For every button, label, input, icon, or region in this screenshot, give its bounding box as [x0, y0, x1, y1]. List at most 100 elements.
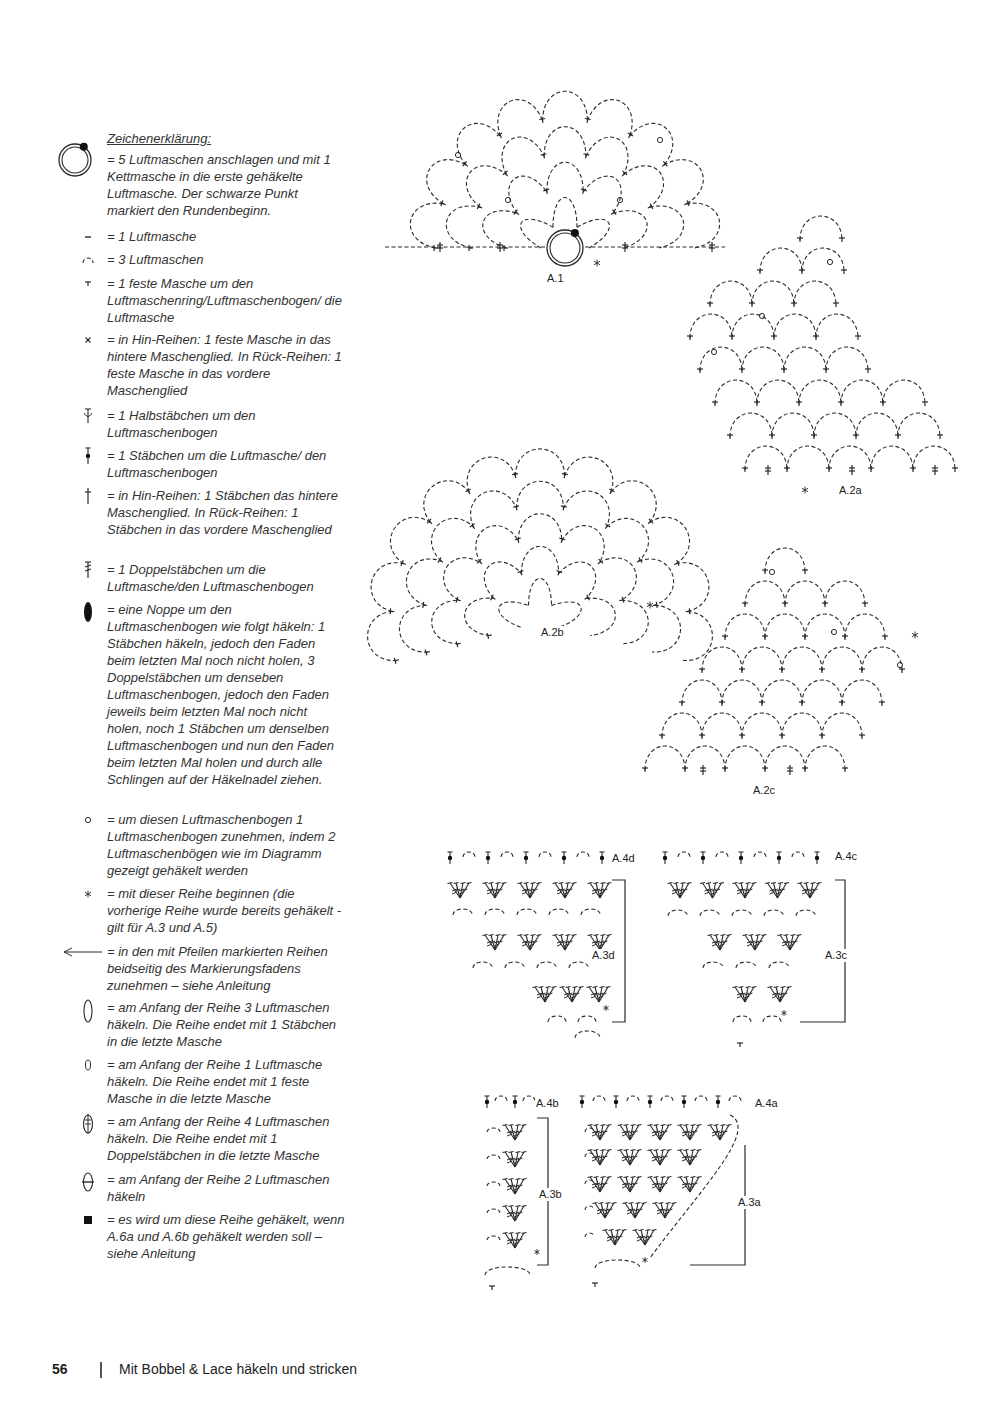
- stitch-stroke: [505, 1179, 515, 1194]
- chain-arch: [725, 614, 765, 638]
- stitch-stroke: [684, 1150, 689, 1151]
- stitch-stroke: [543, 154, 545, 158]
- stitch-stroke: [777, 851, 782, 852]
- stitch-stroke: [585, 154, 587, 158]
- stitch-stroke: [497, 244, 503, 245]
- stitch-stroke: [623, 1203, 628, 1204]
- stitch-stroke: [757, 941, 762, 943]
- stitch-stroke: [524, 883, 529, 884]
- stitch-stroke: [684, 203, 688, 204]
- stitch-stroke: [85, 892, 91, 896]
- stitch-dot: [716, 1100, 720, 1104]
- stitch-stroke: [505, 173, 507, 176]
- stitch-stroke: [670, 883, 680, 898]
- stitch-stroke: [492, 597, 496, 599]
- stitch-stroke: [773, 336, 774, 340]
- stitch-stroke: [701, 735, 702, 739]
- stitch-stroke: [600, 935, 609, 950]
- chain-arch: [682, 680, 722, 704]
- stitch-stroke: [709, 244, 715, 245]
- stitch-stroke: [496, 935, 501, 936]
- chain-arch: [521, 546, 558, 573]
- stitch-dot: [513, 1100, 517, 1104]
- chain-arch: [476, 526, 518, 563]
- stitch-stroke: [622, 247, 628, 248]
- stitch-stroke: [601, 1177, 606, 1178]
- chain-arch: [785, 581, 825, 605]
- stitch-stroke: [84, 413, 92, 417]
- chain-arch: [585, 1206, 594, 1210]
- stitch-stroke: [667, 1125, 672, 1126]
- stitch-stroke: [653, 604, 657, 606]
- chain-arch: [487, 1182, 500, 1186]
- stitch-stroke: [601, 993, 606, 995]
- chain-arch: [800, 216, 842, 240]
- stitch-stroke: [667, 1177, 672, 1178]
- stitch-stroke: [939, 435, 940, 439]
- chain-arch: [543, 91, 588, 121]
- stitch-stroke: [697, 1177, 702, 1178]
- legend-symbol: [85, 817, 90, 822]
- stitch-stroke: [686, 611, 690, 612]
- stitch-stroke: [647, 1236, 652, 1238]
- stitch-stroke: [771, 435, 772, 439]
- stitch-stroke: [85, 491, 91, 492]
- stitch-stroke: [496, 883, 501, 884]
- stitch-stroke: [637, 1150, 642, 1151]
- stitch-stroke: [601, 1150, 606, 1151]
- chain-arch: [399, 605, 427, 652]
- chain-arch: [575, 1031, 600, 1038]
- stitch-stroke: [566, 987, 571, 988]
- stitch-stroke: [457, 643, 461, 644]
- stitch-stroke: [648, 1125, 653, 1126]
- stitch-stroke: [932, 467, 938, 468]
- legend-symbol: [86, 1060, 91, 1070]
- stitch-stroke: [761, 702, 762, 706]
- chain-arch: [578, 1016, 596, 1022]
- stitch-stroke: [572, 987, 581, 1002]
- stitch-stroke: [637, 1209, 642, 1211]
- stitch-dot: [815, 856, 819, 860]
- stitch-stroke: [817, 883, 822, 884]
- stitch-stroke: [533, 987, 538, 988]
- stitch-stroke: [787, 770, 793, 771]
- chart-a2a: [687, 216, 958, 493]
- stitch-stroke: [701, 669, 702, 673]
- stitch-stroke: [824, 603, 825, 607]
- stitch-stroke: [759, 270, 760, 274]
- stitch-stroke: [87, 488, 88, 504]
- chain-arch: [842, 680, 882, 704]
- stitch-stroke: [606, 1203, 611, 1204]
- stitch-stroke: [752, 883, 757, 884]
- stitch-stroke: [590, 1125, 600, 1140]
- stitch-stroke: [650, 1150, 660, 1165]
- stitch-stroke: [934, 465, 935, 475]
- chain-arch: [769, 962, 789, 968]
- legend-symbol: [83, 258, 93, 263]
- turn-chain-symbol: [84, 1000, 92, 1022]
- stitch-stroke: [644, 768, 645, 772]
- stitch-stroke: [797, 935, 802, 936]
- chain-arch: [690, 314, 732, 338]
- stitch-stroke: [715, 889, 720, 891]
- stitch-stroke: [486, 851, 491, 852]
- stitch-stroke: [509, 1179, 514, 1180]
- turn-chain-symbol: [86, 1060, 91, 1070]
- chain-arch: [444, 558, 481, 600]
- stitch-stroke: [735, 987, 745, 1002]
- stitch-stroke: [649, 519, 653, 523]
- increase-mark: [827, 259, 832, 264]
- chain-arch: [695, 1096, 707, 1101]
- round-start-dot: [80, 143, 88, 151]
- stitch-dot: [486, 856, 490, 860]
- stitch-stroke: [674, 883, 679, 884]
- stitch-stroke: [652, 1134, 657, 1136]
- stitch-stroke: [479, 561, 482, 564]
- stitch-stroke: [426, 652, 430, 653]
- stitch-stroke: [450, 883, 460, 898]
- stitch-stroke: [745, 935, 755, 950]
- page-number: 56: [52, 1361, 68, 1378]
- stitch-stroke: [783, 369, 784, 373]
- stitch-stroke: [516, 1206, 521, 1207]
- stitch-stroke: [552, 987, 557, 988]
